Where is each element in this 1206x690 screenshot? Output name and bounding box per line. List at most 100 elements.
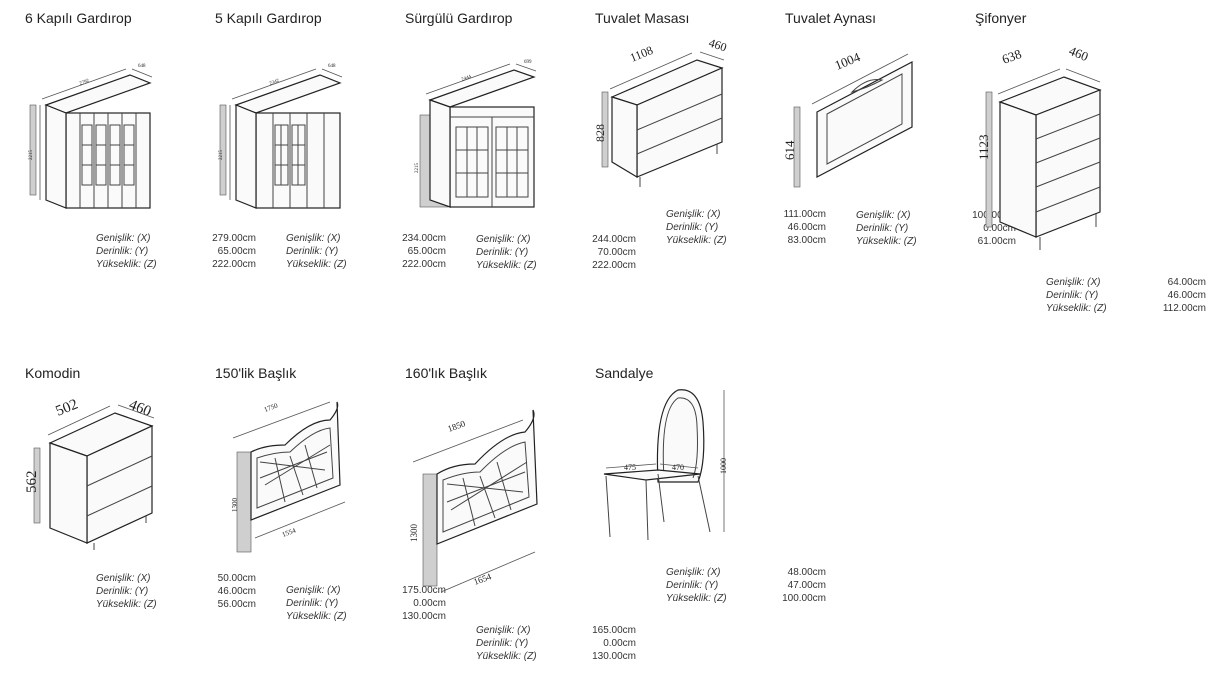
dim-width: 2342 (269, 79, 281, 87)
product-specs: Genişlik: (X)234.00cm Derinlik: (Y)65.00… (286, 232, 446, 271)
chest-of-drawers-drawing: 638 460 1123 (972, 32, 1112, 257)
height-label: Yükseklik: (Z) (666, 235, 727, 246)
width-value: 244.00cm (592, 234, 636, 245)
product-specs: Genişlik: (X) 279.00cm Derinlik: (Y) 65.00… (96, 232, 256, 271)
dim-height: 562 (24, 471, 40, 494)
height-label: Yükseklik: (Z) (96, 259, 157, 270)
product-title: Komodin (25, 365, 81, 381)
dim-height: 1300 (231, 498, 239, 513)
dim-width: 2444 (461, 75, 473, 83)
width-label: Genişlik: (X) (96, 233, 151, 244)
dim-depth: 648 (138, 64, 146, 69)
dim-width: 1750 (263, 401, 279, 413)
product-specs: Genişlik: (X)175.00cm Derinlik: (Y)0.00c… (286, 584, 446, 623)
product-title: 160'lık Başlık (405, 365, 488, 381)
depth-label: Derinlik: (Y) (96, 246, 149, 257)
width-value: 111.00cm (783, 209, 826, 220)
dim-width: 1850 (446, 418, 467, 434)
product-specs: Genişlik: (X)111.00cm Derinlik: (Y)46.00… (666, 208, 826, 247)
dim-height: 2215 (219, 150, 224, 161)
depth-label: Derinlik: (Y) (286, 246, 339, 257)
headboard-160-drawing: 1850 1300 1654 (405, 392, 555, 607)
depth-value: 46.00cm (217, 586, 256, 597)
depth-value: 47.00cm (787, 580, 826, 591)
dim-depth: 460 (127, 397, 154, 420)
width-label: Genişlik: (X) (476, 625, 531, 636)
depth-label: Derinlik: (Y) (1046, 290, 1099, 301)
product-specs: Genişlik: (X) 244.00cm Derinlik: (Y) 70.00… (476, 233, 636, 272)
width-label: Genişlik: (X) (286, 585, 341, 596)
height-value: 130.00cm (592, 651, 636, 662)
width-value: 64.00cm (1167, 277, 1206, 288)
width-value: 165.00cm (592, 625, 636, 636)
sliding-wardrobe-drawing: 2444 699 2215 (412, 35, 542, 215)
width-label: Genişlik: (X) (286, 233, 341, 244)
height-value: 100.00cm (782, 593, 826, 604)
dim-width: 2792 (79, 79, 91, 87)
height-value: 112.00cm (1162, 303, 1206, 314)
height-label: Yükseklik: (Z) (96, 599, 157, 610)
depth-value: 46.00cm (1167, 290, 1206, 301)
product-specs: Genişlik: (X) 48.00cm Derinlik: (Y) 47.00c… (666, 566, 826, 605)
dim-height: 614 (782, 140, 797, 160)
dim-depth: 699 (524, 60, 532, 65)
depth-value: 70.00cm (597, 247, 636, 258)
height-value: 83.00cm (787, 235, 826, 246)
dim-depth: 460 (707, 36, 728, 55)
dim-height: 1000 (719, 458, 728, 474)
width-label: Genişlik: (X) (476, 234, 531, 245)
height-value: 222.00cm (592, 260, 636, 271)
depth-value: 65.00cm (217, 246, 256, 257)
product-title: 5 Kapılı Gardırop (215, 10, 322, 26)
headboard-150-drawing: 1750 1300 1554 (225, 390, 375, 575)
width-label: Genişlik: (X) (856, 210, 911, 221)
product-title: Şifonyer (975, 10, 1027, 26)
product-title: 150'lik Başlık (215, 365, 297, 381)
depth-label: Derinlik: (Y) (666, 222, 719, 233)
dim-width: 502 (54, 396, 81, 419)
depth-value: 0.00cm (413, 598, 446, 609)
depth-value: 65.00cm (407, 246, 446, 257)
dim-height: 1123 (976, 134, 991, 160)
product-title: Tuvalet Masası (595, 10, 690, 26)
dressing-mirror-drawing: 1004 614 (782, 32, 922, 192)
product-specs: Genişlik: (X)50.00cm Derinlik: (Y)46.00c… (96, 572, 256, 611)
dim-width: 638 (1000, 46, 1023, 67)
product-specs: Genişlik: (X)165.00cm Derinlik: (Y)0.00c… (476, 624, 636, 663)
height-value: 222.00cm (402, 259, 446, 270)
wardrobe-5-door-drawing: 2342 648 2215 (218, 35, 348, 215)
height-value: 222.00cm (212, 259, 256, 270)
dim-depth: 460 (1067, 43, 1091, 64)
depth-value: 0.00cm (983, 223, 1016, 234)
dim-inner-width: 1654 (472, 571, 493, 587)
depth-label: Derinlik: (Y) (286, 598, 339, 609)
wardrobe-6-door-drawing: 2792 648 2215 (28, 35, 158, 215)
width-label: Genişlik: (X) (666, 567, 721, 578)
depth-value: 0.00cm (603, 638, 636, 649)
height-label: Yükseklik: (Z) (1046, 303, 1107, 314)
depth-label: Derinlik: (Y) (476, 247, 529, 258)
width-value: 50.00cm (217, 573, 256, 584)
width-value: 100.00cm (972, 210, 1016, 221)
product-title: Sandalye (595, 365, 654, 381)
dim-height: 1300 (409, 524, 419, 543)
width-label: Genişlik: (X) (1046, 277, 1101, 288)
dim-width: 1108 (628, 43, 655, 65)
width-value: 279.00cm (212, 233, 256, 244)
product-specs: Genişlik: (X) 64.00cm Derinlik: (Y) 46.00c… (1046, 276, 1206, 315)
dim-depth: 648 (328, 64, 336, 69)
dim-height: 828 (593, 124, 607, 142)
depth-label: Derinlik: (Y) (666, 580, 719, 591)
dim-width: 475 (624, 463, 636, 472)
product-title: Tuvalet Aynası (785, 10, 877, 26)
width-value: 48.00cm (787, 567, 826, 578)
dim-height: 2215 (415, 163, 420, 174)
height-label: Yükseklik: (Z) (666, 593, 727, 604)
height-value: 61.00cm (977, 236, 1016, 247)
height-label: Yükseklik: (Z) (286, 259, 347, 270)
height-label: Yükseklik: (Z) (476, 260, 537, 271)
height-label: Yükseklik: (Z) (286, 611, 347, 622)
nightstand-drawing: 502 460 562 (20, 388, 170, 553)
height-label: Yükseklik: (Z) (856, 236, 917, 247)
depth-label: Derinlik: (Y) (96, 586, 149, 597)
